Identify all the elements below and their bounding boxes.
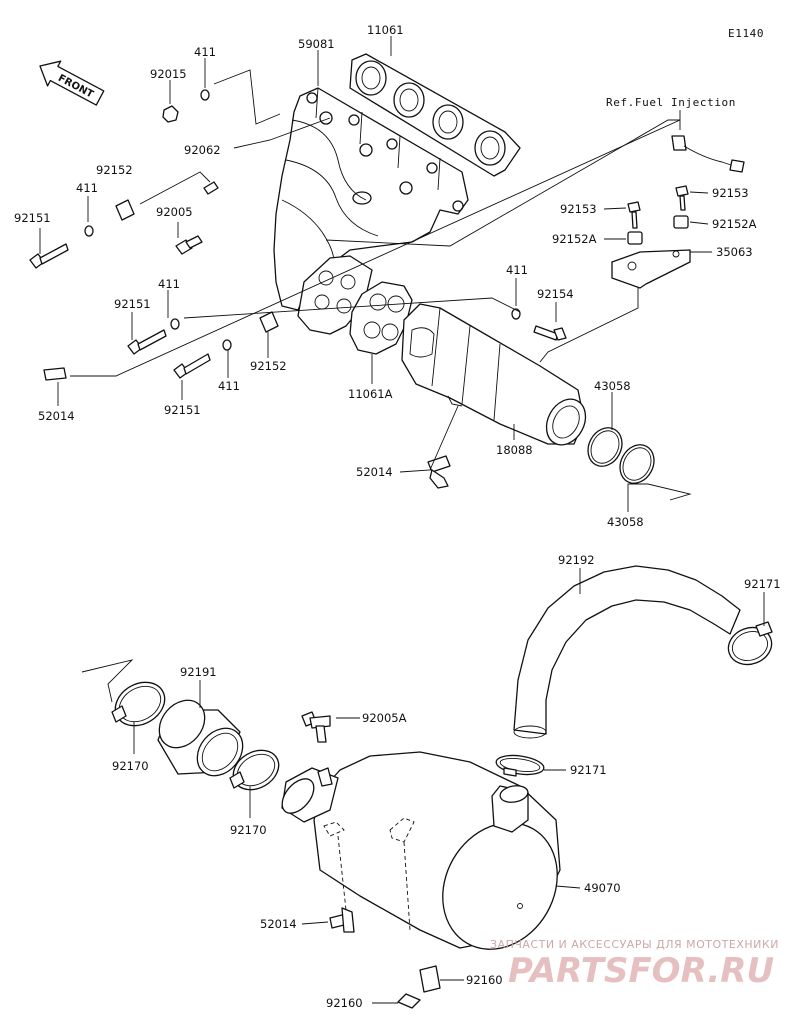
bolt-92154[interactable] bbox=[533, 325, 567, 341]
label-92062: 92062 bbox=[184, 143, 221, 157]
label-52014-c: 52014 bbox=[260, 917, 297, 931]
washer-411-b[interactable] bbox=[84, 225, 94, 237]
label-92171-b: 92171 bbox=[570, 763, 607, 777]
part-labels: 11061 59081 411 92015 92062 92152 411 92… bbox=[14, 23, 781, 1010]
clamp-92171-a[interactable] bbox=[723, 621, 777, 671]
label-92151-a: 92151 bbox=[14, 211, 51, 225]
exhaust-hose-92192[interactable] bbox=[513, 565, 741, 739]
label-92005: 92005 bbox=[156, 205, 193, 219]
clamp-92170-b[interactable] bbox=[226, 742, 286, 797]
washer-411-e[interactable] bbox=[222, 339, 232, 351]
fitting-52014-b[interactable] bbox=[427, 455, 451, 489]
bolt-92153-a[interactable] bbox=[627, 201, 641, 229]
label-92191: 92191 bbox=[180, 665, 217, 679]
label-92171-a: 92171 bbox=[744, 577, 781, 591]
label-11061: 11061 bbox=[367, 23, 404, 37]
collar-92152-b[interactable] bbox=[259, 311, 279, 333]
nut-92015[interactable] bbox=[162, 105, 179, 123]
pad-92160-a[interactable] bbox=[419, 965, 441, 993]
label-411-b: 411 bbox=[76, 181, 98, 195]
fitting-52014-a[interactable] bbox=[43, 367, 67, 381]
plug-92005[interactable] bbox=[175, 235, 203, 255]
label-92015: 92015 bbox=[150, 67, 187, 81]
label-43058-a: 43058 bbox=[594, 379, 631, 393]
label-92153-a: 92153 bbox=[560, 202, 597, 216]
label-18088: 18088 bbox=[496, 443, 533, 457]
fuel-injection-sensor bbox=[671, 135, 745, 173]
label-92160-a: 92160 bbox=[466, 973, 503, 987]
leader-lines bbox=[39, 36, 765, 1004]
label-52014-a: 52014 bbox=[38, 409, 75, 423]
washer-411-d[interactable] bbox=[170, 318, 180, 330]
hose-92191[interactable] bbox=[150, 691, 252, 785]
pad-92160-b[interactable] bbox=[397, 993, 421, 1009]
collar-92152A-a[interactable] bbox=[627, 231, 643, 245]
collar-92152A-b[interactable] bbox=[673, 215, 689, 229]
front-arrow-icon: FRONT bbox=[39, 60, 105, 106]
muffler-49070[interactable] bbox=[276, 751, 580, 970]
watermark-logo: PARTSFOR.RU bbox=[508, 951, 774, 991]
watermark: ЗАПЧАСТИ И АКСЕССУАРЫ ДЛЯ МОТОТЕХНИКИ PA… bbox=[490, 938, 779, 991]
gasket-11061A[interactable] bbox=[349, 281, 413, 355]
label-43058-b: 43058 bbox=[607, 515, 644, 529]
o-ring-43058-a[interactable] bbox=[581, 422, 628, 472]
diagram-code: E1140 bbox=[728, 27, 764, 40]
bolt-92151-b[interactable] bbox=[127, 329, 167, 355]
label-59081: 59081 bbox=[298, 37, 335, 51]
label-92170-a: 92170 bbox=[112, 759, 149, 773]
ref-fuel-injection-note: Ref.Fuel Injection bbox=[606, 96, 736, 109]
stud-92062[interactable] bbox=[203, 181, 219, 195]
bolt-92153-b[interactable] bbox=[675, 185, 689, 211]
label-49070: 49070 bbox=[584, 881, 621, 895]
label-411-d: 411 bbox=[158, 277, 180, 291]
label-92151-b: 92151 bbox=[114, 297, 151, 311]
bolt-92151-a[interactable] bbox=[29, 243, 69, 269]
washer-411-a[interactable] bbox=[200, 89, 210, 101]
fitting-52014-c[interactable] bbox=[329, 907, 355, 933]
label-11061A: 11061A bbox=[348, 387, 393, 401]
label-411-c: 411 bbox=[506, 263, 528, 277]
label-92005A: 92005A bbox=[362, 711, 407, 725]
clamp-92170-a[interactable] bbox=[107, 674, 172, 735]
bolt-92151-c[interactable] bbox=[173, 353, 211, 379]
label-52014-b: 52014 bbox=[356, 465, 393, 479]
label-92170-b: 92170 bbox=[230, 823, 267, 837]
fitting-92005A[interactable] bbox=[301, 711, 331, 743]
label-411-e: 411 bbox=[218, 379, 240, 393]
watermark-tagline: ЗАПЧАСТИ И АКСЕССУАРЫ ДЛЯ МОТОТЕХНИКИ bbox=[490, 938, 779, 951]
label-35063: 35063 bbox=[716, 245, 753, 259]
label-92153-b: 92153 bbox=[712, 186, 749, 200]
label-92152-a: 92152 bbox=[96, 163, 133, 177]
clamp-92171-b[interactable] bbox=[495, 753, 545, 778]
label-92152A-b: 92152A bbox=[712, 217, 757, 231]
gasket-11061[interactable] bbox=[349, 53, 521, 177]
label-92152A-a: 92152A bbox=[552, 232, 597, 246]
label-92154: 92154 bbox=[537, 287, 574, 301]
label-92192: 92192 bbox=[558, 553, 595, 567]
label-92160-b: 92160 bbox=[326, 996, 363, 1010]
exhaust-pipe-18088[interactable] bbox=[401, 249, 691, 452]
collar-92152-a[interactable] bbox=[115, 199, 135, 221]
o-ring-43058-b[interactable] bbox=[613, 439, 660, 489]
label-92152-b: 92152 bbox=[250, 359, 287, 373]
label-411-a: 411 bbox=[194, 45, 216, 59]
label-92151-c: 92151 bbox=[164, 403, 201, 417]
